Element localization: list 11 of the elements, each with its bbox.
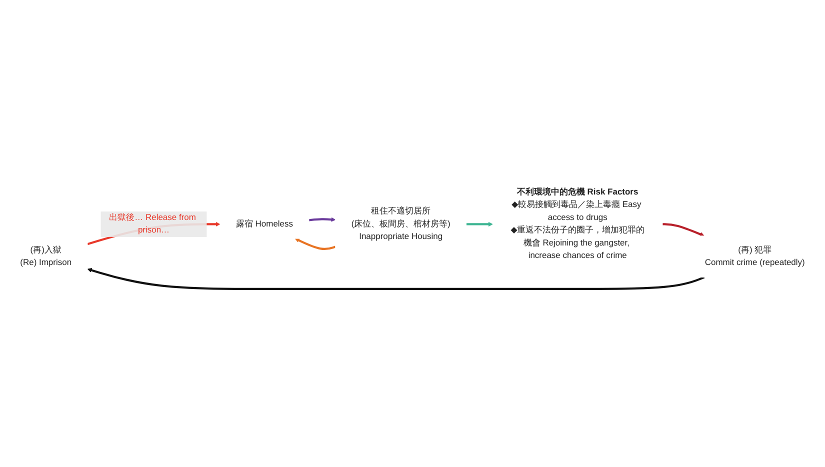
node-text: (再) 犯罪 Commit crime (repeatedly) [704,245,805,268]
edge-label: 出獄後… Release from prison… [109,213,196,235]
arrow [308,217,336,222]
arrow [662,223,704,236]
node-text: (再)入獄 (Re) Imprison [20,245,72,268]
arrow [294,238,336,250]
node-text: 露宿 Homeless [236,219,293,228]
arrow [466,222,493,227]
node-text: 不利環境中的危機 Risk Factors ◆較易接觸到毒品／染上毒癮 Easy access to drugs ◆重返不法份子的圈子，增加犯罪的機會 Rejoining the gangster, increase chances of crime [510,188,645,260]
arrow [87,268,705,290]
node-text: 租住不適切居所 (床位、板間房、棺材房等) Inappropriate Housing [351,206,450,242]
